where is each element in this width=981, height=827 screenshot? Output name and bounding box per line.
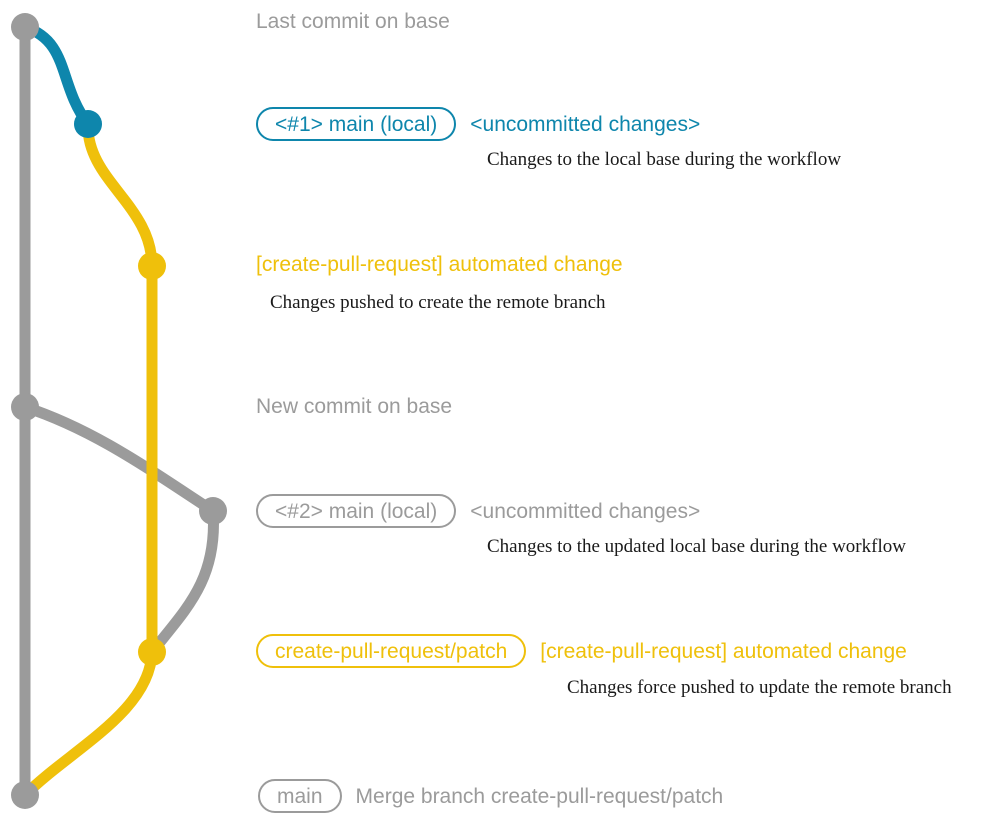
node-merge-main (11, 781, 39, 809)
commit-subject-last-commit-on-base: Last commit on base (256, 10, 450, 33)
commit-row-local-main-1: <#1> main (local) <uncommitted changes> (256, 107, 700, 141)
branch-badge-main[interactable]: main (258, 779, 342, 813)
commit-description-local-main-2: Changes to the updated local base during… (487, 536, 906, 557)
local2-to-remote-patch-curve (146, 505, 219, 658)
commit-subject-new-commit-on-base: New commit on base (256, 395, 453, 418)
commit-description-automated-change-2: Changes force pushed to update the remot… (567, 677, 952, 698)
branch-badge-local-main-1[interactable]: <#1> main (local) (256, 107, 457, 141)
commit-row-last-commit-on-base: Last commit on base (256, 11, 450, 32)
commit-subject-merge-commit: Merge branch create-pull-request/patch (355, 784, 724, 808)
commit-description-local-main-1: Changes to the local base during the wor… (487, 149, 842, 170)
commit-row-automated-change-1: [create-pull-request] automated change (256, 254, 623, 275)
branch-badge-local-main-2[interactable]: <#2> main (local) (256, 494, 457, 528)
commit-description-automated-change-1: Changes pushed to create the remote bran… (270, 292, 606, 313)
branch-badge-create-pull-request-patch[interactable]: create-pull-request/patch (256, 634, 527, 668)
remote-patch2-to-merge-curve (19, 646, 158, 801)
commit-subject-local-main-1: <uncommitted changes> (470, 112, 701, 136)
node-local-main-2 (199, 497, 227, 525)
node-remote-patch-1 (138, 252, 166, 280)
commit-row-local-main-2: <#2> main (local) <uncommitted changes> (256, 494, 700, 528)
node-base-last-commit (11, 13, 39, 41)
commit-subject-automated-change-2: [create-pull-request] automated change (540, 639, 907, 663)
node-local-main-1 (74, 110, 102, 138)
commit-subject-automated-change-1: [create-pull-request] automated change (256, 253, 623, 276)
commit-row-automated-change-2: create-pull-request/patch [create-pull-r… (256, 634, 907, 668)
node-remote-patch-2 (138, 638, 166, 666)
base-to-local1-curve (19, 21, 94, 130)
commit-subject-local-main-2: <uncommitted changes> (470, 499, 701, 523)
commit-row-new-commit-on-base: New commit on base (256, 396, 452, 417)
node-base-new-commit (11, 393, 39, 421)
commit-row-merge-commit: main Merge branch create-pull-request/pa… (258, 779, 723, 813)
base-to-local2-curve (19, 401, 219, 517)
local1-to-remote-patch1-curve (82, 118, 158, 272)
